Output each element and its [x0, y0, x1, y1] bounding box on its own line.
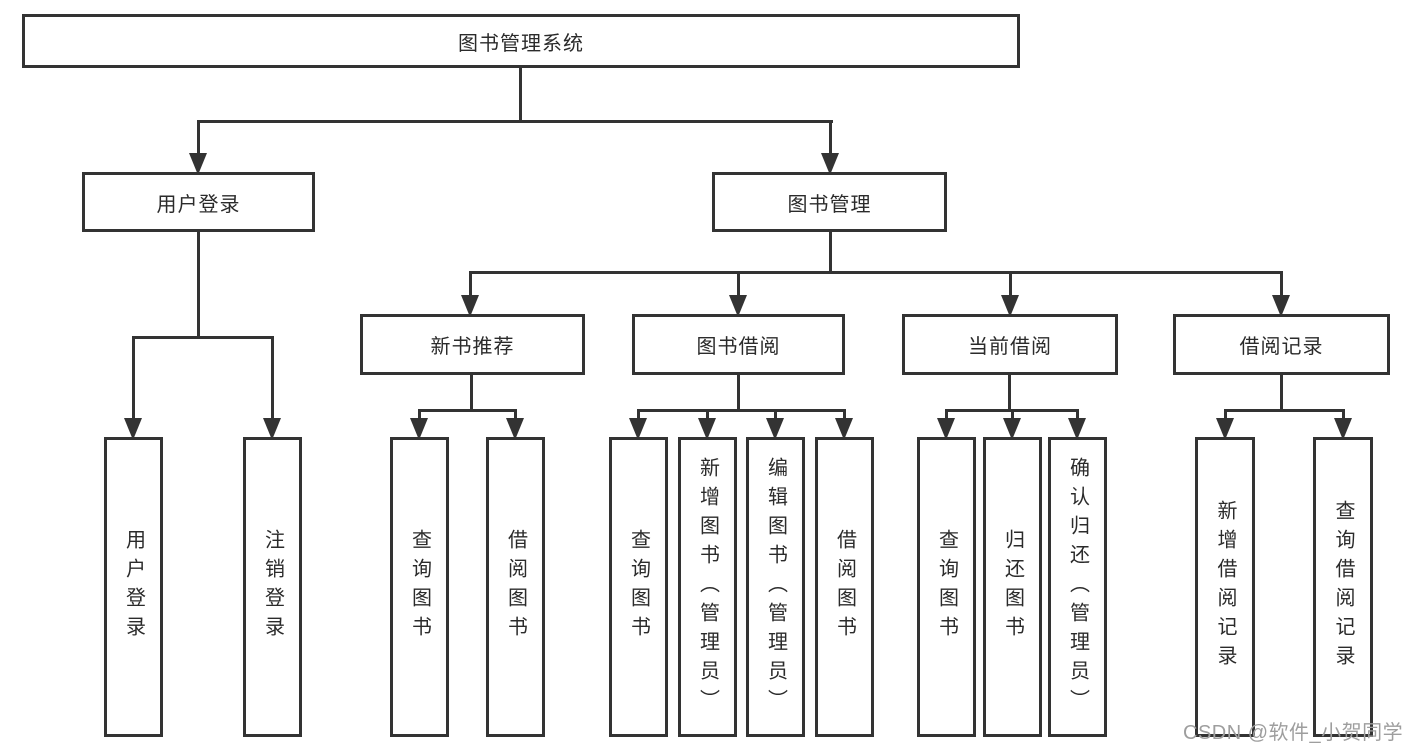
leaf-label: 借阅图书 — [504, 529, 527, 645]
connector-line — [519, 68, 522, 123]
leaf-label: 新增图书（管理员） — [696, 456, 719, 718]
connector-line — [737, 271, 740, 297]
connector-line — [1280, 271, 1283, 297]
node-root: 图书管理系统 — [22, 14, 1020, 68]
arrow-down-icon — [1272, 295, 1290, 317]
connector-line — [132, 336, 135, 420]
connector-line — [271, 336, 274, 420]
arrow-down-icon — [698, 418, 716, 440]
leaf-label: 确认归还（管理员） — [1066, 456, 1089, 718]
connector-line — [1008, 375, 1011, 412]
node-leaf-edit-books-admin: 编辑图书（管理员） — [746, 437, 805, 737]
connector-line — [1280, 375, 1283, 412]
node-user-login-label: 用户登录 — [156, 193, 241, 216]
leaf-label: 查询借阅记录 — [1332, 500, 1354, 674]
connector-line — [829, 232, 832, 274]
node-book-borrow: 图书借阅 — [632, 314, 845, 375]
node-leaf-add-borrow-record: 新增借阅记录 — [1195, 437, 1255, 737]
connector-line — [418, 409, 421, 420]
node-leaf-return-books: 归还图书 — [983, 437, 1042, 737]
node-leaf-logout: 注销登录 — [243, 437, 302, 737]
arrow-down-icon — [835, 418, 853, 440]
connector-line — [1011, 409, 1014, 420]
connector-line — [418, 409, 517, 412]
node-book-management-label: 图书管理 — [787, 193, 872, 216]
arrow-down-icon — [1003, 418, 1021, 440]
arrow-down-icon — [1216, 418, 1234, 440]
connector-line — [706, 409, 709, 420]
node-user-login: 用户登录 — [82, 172, 315, 232]
leaf-label: 新增借阅记录 — [1214, 500, 1236, 674]
leaf-label: 查询图书 — [408, 529, 431, 645]
connector-line — [637, 409, 846, 412]
connector-line — [470, 375, 473, 412]
connector-line — [1009, 271, 1012, 297]
connector-line — [197, 120, 833, 123]
node-current-borrow-label: 当前借阅 — [968, 336, 1052, 358]
leaf-label: 用户登录 — [122, 529, 145, 645]
connector-line — [1224, 409, 1345, 412]
node-book-management: 图书管理 — [712, 172, 947, 232]
arrow-down-icon — [263, 418, 281, 440]
arrow-down-icon — [461, 295, 479, 317]
node-leaf-query-books-borrow: 查询图书 — [609, 437, 668, 737]
node-book-borrow-label: 图书借阅 — [696, 336, 781, 358]
arrow-down-icon — [729, 295, 747, 317]
node-leaf-borrow-books-recommend: 借阅图书 — [486, 437, 545, 737]
connector-line — [132, 336, 274, 339]
arrow-down-icon — [766, 418, 784, 440]
node-leaf-confirm-return-admin: 确认归还（管理员） — [1048, 437, 1107, 737]
connector-line — [1076, 409, 1079, 420]
arrow-down-icon — [1001, 295, 1019, 317]
leaf-label: 查询图书 — [935, 529, 958, 645]
node-current-borrow: 当前借阅 — [902, 314, 1118, 375]
arrow-down-icon — [189, 153, 207, 175]
connector-line — [1224, 409, 1227, 420]
leaf-label: 编辑图书（管理员） — [764, 456, 787, 718]
arrow-down-icon — [937, 418, 955, 440]
csdn-watermark: CSDN @软件_小贺同学 — [1183, 722, 1404, 744]
connector-line — [829, 120, 832, 155]
node-new-book-recommend-label: 新书推荐 — [430, 336, 515, 358]
connector-line — [1342, 409, 1345, 420]
arrow-down-icon — [1068, 418, 1086, 440]
node-borrow-records: 借阅记录 — [1173, 314, 1390, 375]
connector-line — [637, 409, 640, 420]
node-leaf-user-login: 用户登录 — [104, 437, 163, 737]
arrow-down-icon — [124, 418, 142, 440]
node-leaf-query-borrow-record: 查询借阅记录 — [1313, 437, 1373, 737]
connector-line — [945, 409, 948, 420]
node-leaf-query-books-current: 查询图书 — [917, 437, 976, 737]
arrow-down-icon — [629, 418, 647, 440]
arrow-down-icon — [821, 153, 839, 175]
connector-line — [514, 409, 517, 420]
connector-line — [197, 120, 200, 155]
node-new-book-recommend: 新书推荐 — [360, 314, 585, 375]
connector-line — [469, 271, 472, 297]
connector-line — [737, 375, 740, 412]
leaf-label: 注销登录 — [261, 529, 284, 645]
node-root-label: 图书管理系统 — [458, 32, 584, 55]
arrow-down-icon — [506, 418, 524, 440]
node-leaf-borrow-books: 借阅图书 — [815, 437, 874, 737]
node-leaf-add-books-admin: 新增图书（管理员） — [678, 437, 737, 737]
connector-line — [843, 409, 846, 420]
connector-line — [774, 409, 777, 420]
node-borrow-records-label: 借阅记录 — [1239, 336, 1324, 358]
leaf-label: 查询图书 — [627, 529, 650, 645]
node-leaf-query-books-recommend: 查询图书 — [390, 437, 449, 737]
arrow-down-icon — [410, 418, 428, 440]
leaf-label: 归还图书 — [1001, 529, 1024, 645]
connector-line — [469, 271, 1282, 274]
arrow-down-icon — [1334, 418, 1352, 440]
leaf-label: 借阅图书 — [833, 529, 856, 645]
connector-line — [197, 232, 200, 338]
